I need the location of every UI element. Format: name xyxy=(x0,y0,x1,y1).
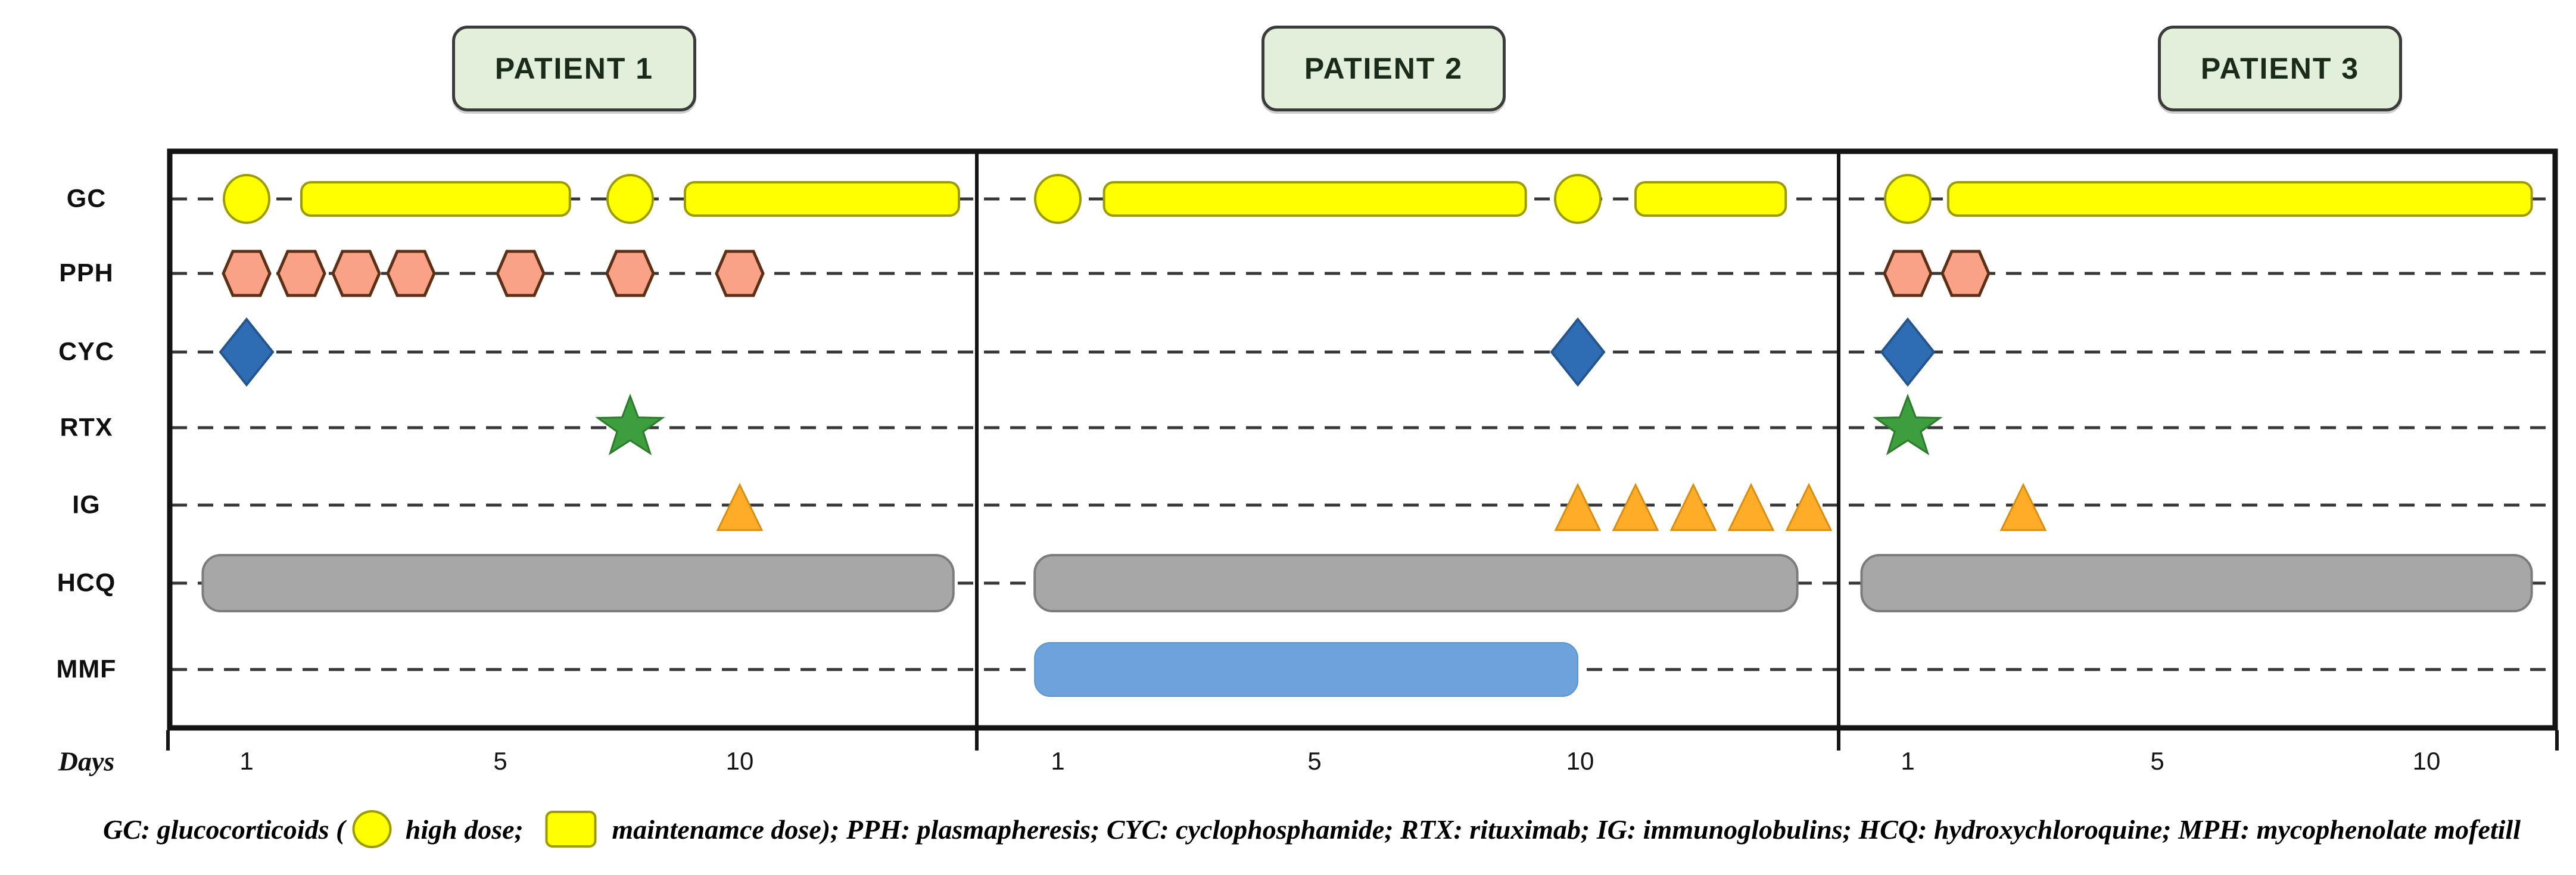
pph-hexagon-marker xyxy=(1940,250,1991,297)
patient-3-header: PATIENT 3 xyxy=(2158,26,2402,111)
ig-triangle-marker xyxy=(1669,482,1717,531)
ig-triangle-marker xyxy=(1999,482,2047,531)
gc-maintenance-dose-bar xyxy=(1946,181,2533,217)
row-label-hcq: HCQ xyxy=(57,568,116,597)
gc-maintenance-dose-bar xyxy=(1634,181,1787,217)
legend-text: maintenamce dose); PPH: plasmapheresis; … xyxy=(605,814,2521,845)
hcq-bar xyxy=(1033,554,1799,612)
rtx-star-marker xyxy=(595,393,665,456)
pph-hexagon-marker xyxy=(331,250,381,297)
gc-high-dose-circle-marker xyxy=(1884,174,1932,224)
day-tick-patient1-5: 5 xyxy=(493,747,507,775)
cyc-diamond-marker xyxy=(219,317,275,387)
row-label-rtx: RTX xyxy=(60,413,113,442)
day-tick-patient2-1: 1 xyxy=(1051,747,1065,775)
legend-text: high dose; xyxy=(398,814,537,845)
hcq-bar xyxy=(201,554,955,612)
gc-high-dose-circle-marker xyxy=(1034,174,1082,224)
day-tick-patient2-5: 5 xyxy=(1307,747,1322,775)
row-label-ig: IG xyxy=(72,490,101,519)
timeline-chart-area xyxy=(166,148,2559,751)
day-tick-patient1-1: 1 xyxy=(239,747,254,775)
row-label-cyc: CYC xyxy=(58,337,114,366)
gc-high-dose-circle-marker xyxy=(1554,174,1602,224)
ig-triangle-marker xyxy=(716,482,764,531)
figure-legend: GC: glucocorticoids ( high dose; mainten… xyxy=(103,802,2521,857)
row-label-gc: GC xyxy=(66,184,107,213)
day-tick-patient3-10: 10 xyxy=(2412,747,2441,775)
pph-hexagon-marker xyxy=(715,250,765,297)
patient-treatment-timeline: PATIENT 1 PATIENT 2 PATIENT 3 GC PPH CYC… xyxy=(24,10,2576,865)
day-tick-patient2-10: 10 xyxy=(1566,747,1594,775)
legend-text: GC: glucocorticoids ( xyxy=(102,814,345,845)
gc-maintenance-dose-bar xyxy=(300,181,571,217)
ig-triangle-marker xyxy=(1612,482,1659,531)
pph-hexagon-marker xyxy=(386,250,436,297)
pph-hexagon-marker xyxy=(1883,250,1933,297)
legend-maintenance-dose-bar-swatch xyxy=(545,811,597,848)
gc-maintenance-dose-bar xyxy=(684,181,960,217)
rtx-star-marker xyxy=(1873,393,1943,456)
legend-high-dose-circle-swatch xyxy=(352,810,392,848)
day-tick-patient3-1: 1 xyxy=(1901,747,1915,775)
chart-frame xyxy=(167,148,2558,731)
cyc-diamond-marker xyxy=(1550,317,1606,387)
ig-triangle-marker xyxy=(1785,482,1833,531)
patient-1-header: PATIENT 1 xyxy=(452,26,696,111)
row-label-pph: PPH xyxy=(59,259,114,288)
ig-triangle-marker xyxy=(1554,482,1602,531)
gc-maintenance-dose-bar xyxy=(1102,181,1527,217)
pph-hexagon-marker xyxy=(605,250,655,297)
gc-high-dose-circle-marker xyxy=(606,174,654,224)
hcq-bar xyxy=(1860,554,2533,612)
pph-hexagon-marker xyxy=(276,250,326,297)
x-axis-label: Days xyxy=(58,746,115,777)
ig-triangle-marker xyxy=(1727,482,1775,531)
patient-2-header: PATIENT 2 xyxy=(1261,26,1506,111)
mmf-bar xyxy=(1034,642,1578,697)
gc-high-dose-circle-marker xyxy=(223,174,270,224)
cyc-diamond-marker xyxy=(1880,317,1936,387)
pph-hexagon-marker xyxy=(222,250,272,297)
day-tick-patient3-5: 5 xyxy=(2150,747,2164,775)
day-tick-patient1-10: 10 xyxy=(725,747,754,775)
pph-hexagon-marker xyxy=(496,250,546,297)
row-label-mmf: MMF xyxy=(56,655,117,684)
